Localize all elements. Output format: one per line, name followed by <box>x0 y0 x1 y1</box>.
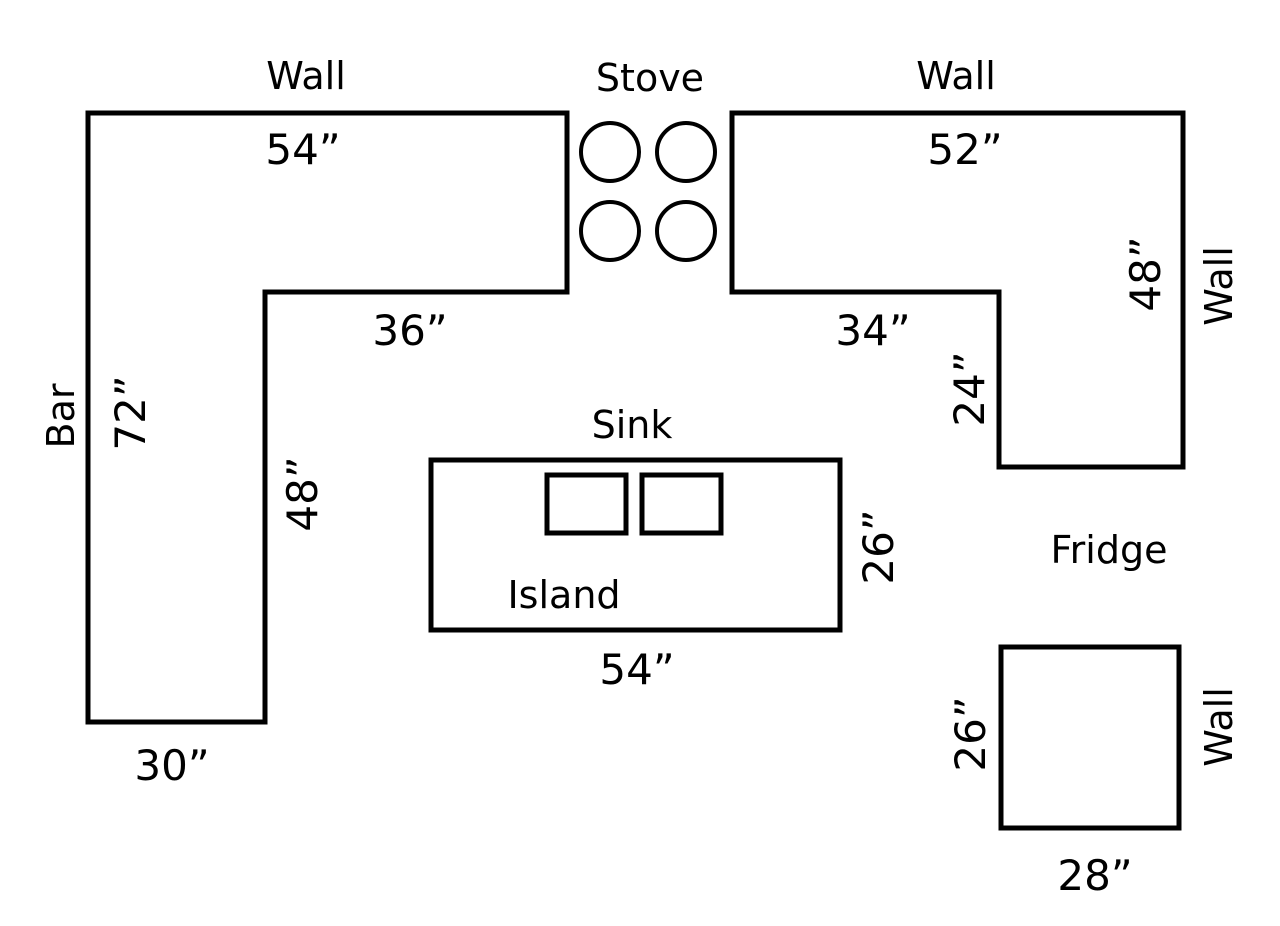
label-wall-top-right: Wall <box>916 54 996 98</box>
dim-right-counter-inner-top: 34” <box>835 306 910 355</box>
label-sink: Sink <box>592 403 673 447</box>
label-island: Island <box>507 573 620 617</box>
dim-right-counter-top: 52” <box>927 125 1002 174</box>
label-fridge: Fridge <box>1051 528 1168 572</box>
label-wall-top-left: Wall <box>266 54 346 98</box>
dim-left-counter-bottom: 30” <box>134 741 209 790</box>
dim-left-counter-inner-top: 36” <box>372 306 447 355</box>
dim-fridge-side: 26” <box>946 696 995 771</box>
dim-island-side: 26” <box>854 509 903 584</box>
dim-right-counter-inner-side: 24” <box>945 351 994 426</box>
label-bar: Bar <box>39 383 83 448</box>
dim-left-counter-inner-side: 48” <box>278 456 327 531</box>
dim-fridge-bottom: 28” <box>1057 851 1132 900</box>
label-wall-right-lower: Wall <box>1197 687 1241 767</box>
stove-burner-bottom-right <box>655 200 717 262</box>
stove-burner-bottom-left <box>579 200 641 262</box>
island <box>428 457 843 633</box>
dim-left-counter-outer-side: 72” <box>106 375 155 450</box>
dim-right-counter-outer-side: 48” <box>1121 236 1170 311</box>
dim-left-counter-top: 54” <box>265 125 340 174</box>
stove-burner-top-right <box>655 121 717 183</box>
left-l-counter <box>85 110 570 725</box>
label-wall-right-upper: Wall <box>1197 246 1241 326</box>
right-counter <box>729 110 1186 470</box>
sink-basin-left <box>544 472 629 536</box>
fridge <box>998 644 1182 831</box>
label-stove: Stove <box>596 56 704 100</box>
sink-basin-right <box>639 472 724 536</box>
dim-island-bottom: 54” <box>599 645 674 694</box>
stove-burner-top-left <box>579 121 641 183</box>
